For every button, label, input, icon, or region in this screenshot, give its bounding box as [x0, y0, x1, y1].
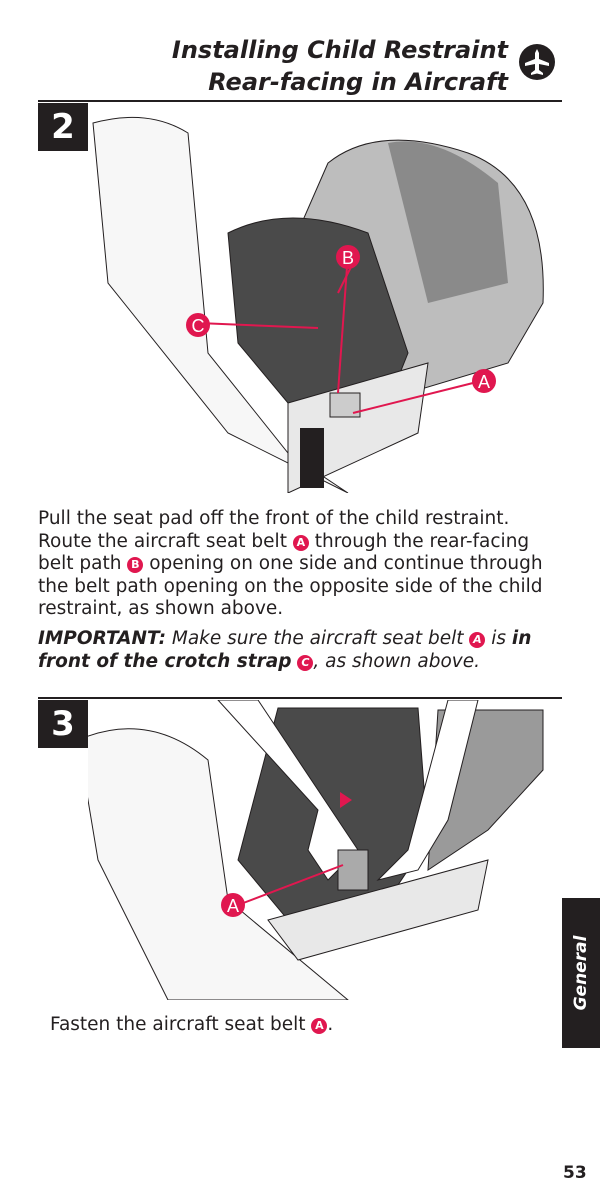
section-tab-general[interactable]: General [562, 898, 600, 1048]
divider [38, 697, 562, 699]
callout-a: A [221, 893, 245, 917]
step2-instructions: Pull the seat pad off the front of the c… [38, 508, 543, 619]
step-number-3: 3 [38, 700, 88, 748]
svg-text:B: B [342, 248, 354, 268]
page-number: 53 [563, 1163, 587, 1183]
important-note: IMPORTANT: Make sure the aircraft seat b… [38, 628, 532, 672]
airplane-icon [519, 44, 555, 80]
step3-illustration: A [88, 700, 544, 1000]
badge-c: C [297, 654, 314, 671]
divider [38, 100, 562, 102]
callout-b: B [336, 245, 360, 269]
svg-text:A: A [227, 896, 239, 916]
callout-a: A [472, 369, 496, 393]
page-title: Installing Child Restraint Rear-facing i… [171, 36, 508, 96]
step2-illustration: B C A [92, 116, 544, 493]
callout-c: C [186, 313, 210, 337]
badge-a: A [292, 534, 309, 551]
svg-text:C: C [192, 316, 205, 336]
badge-b: B [127, 557, 144, 573]
step-number-2: 2 [38, 103, 88, 151]
step3-instructions: Fasten the aircraft seat belt A. [50, 1014, 334, 1035]
svg-text:A: A [478, 372, 490, 392]
badge-a: A [311, 1018, 328, 1034]
badge-a: A [469, 632, 486, 648]
